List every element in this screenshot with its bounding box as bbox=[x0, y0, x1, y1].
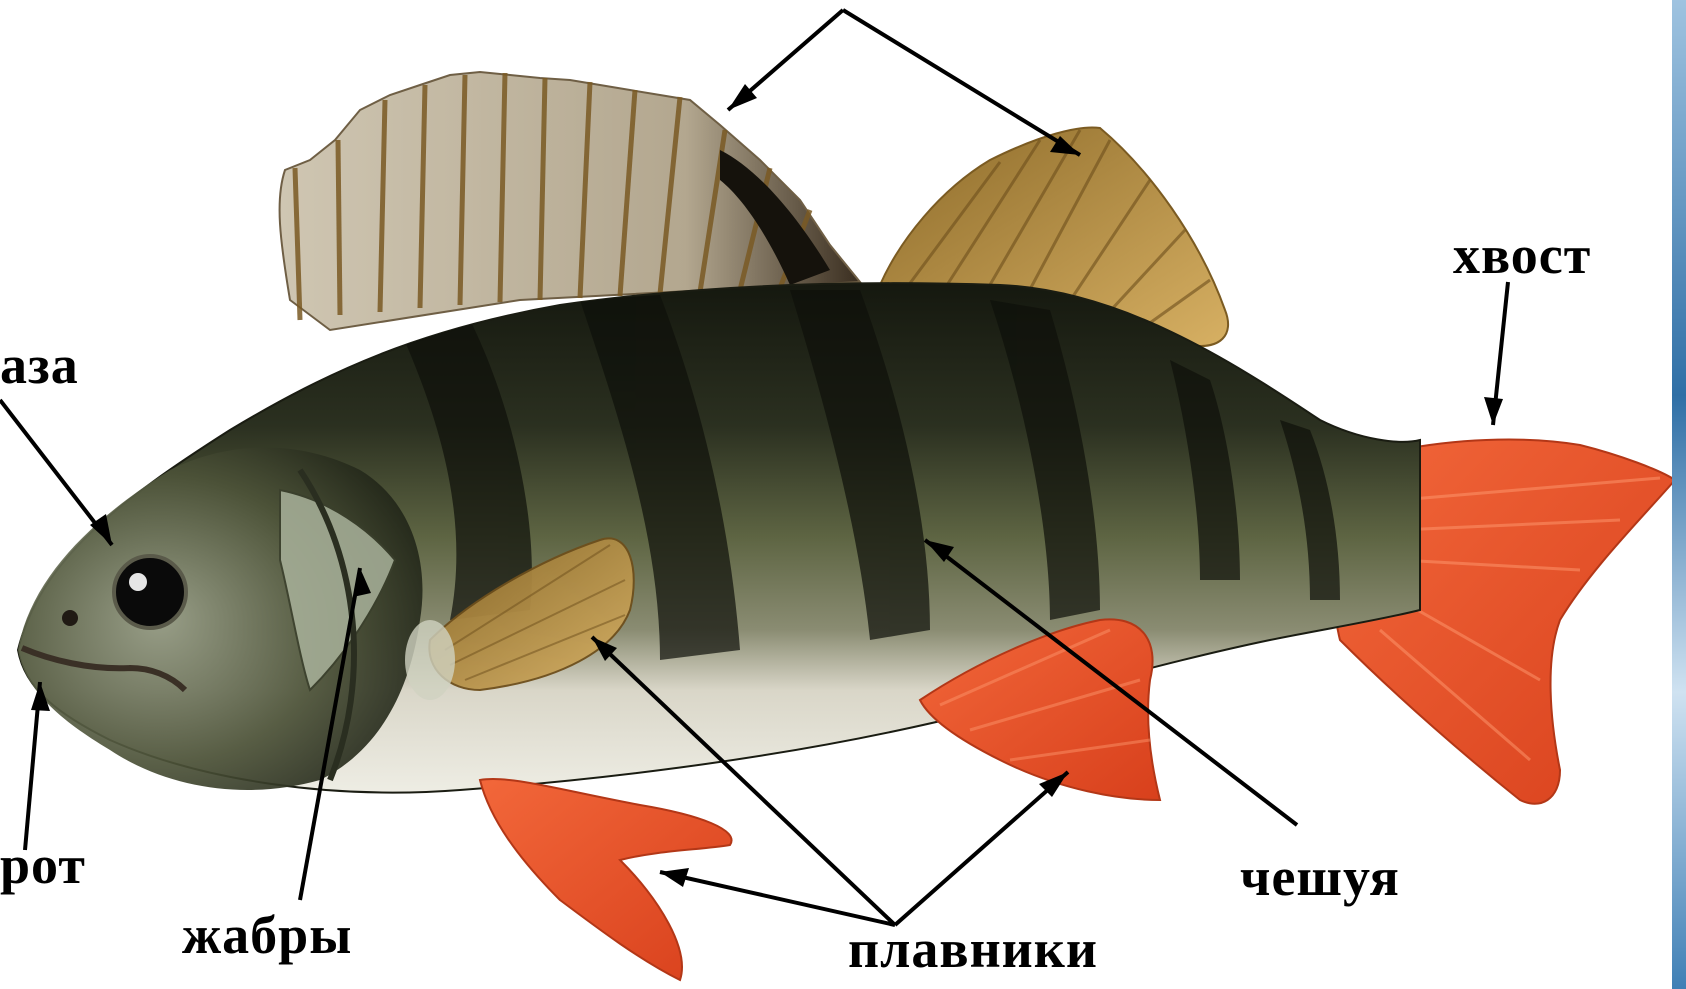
fish-eye bbox=[114, 556, 186, 628]
right-edge-decoration bbox=[1672, 0, 1686, 989]
label-eye: аза bbox=[0, 338, 79, 392]
label-gills: жабры bbox=[182, 908, 352, 962]
label-scales: чешуя bbox=[1240, 850, 1400, 904]
label-fins: плавники bbox=[848, 922, 1098, 976]
label-tail: хвост bbox=[1453, 228, 1591, 282]
label-mouth: рот bbox=[0, 838, 86, 892]
